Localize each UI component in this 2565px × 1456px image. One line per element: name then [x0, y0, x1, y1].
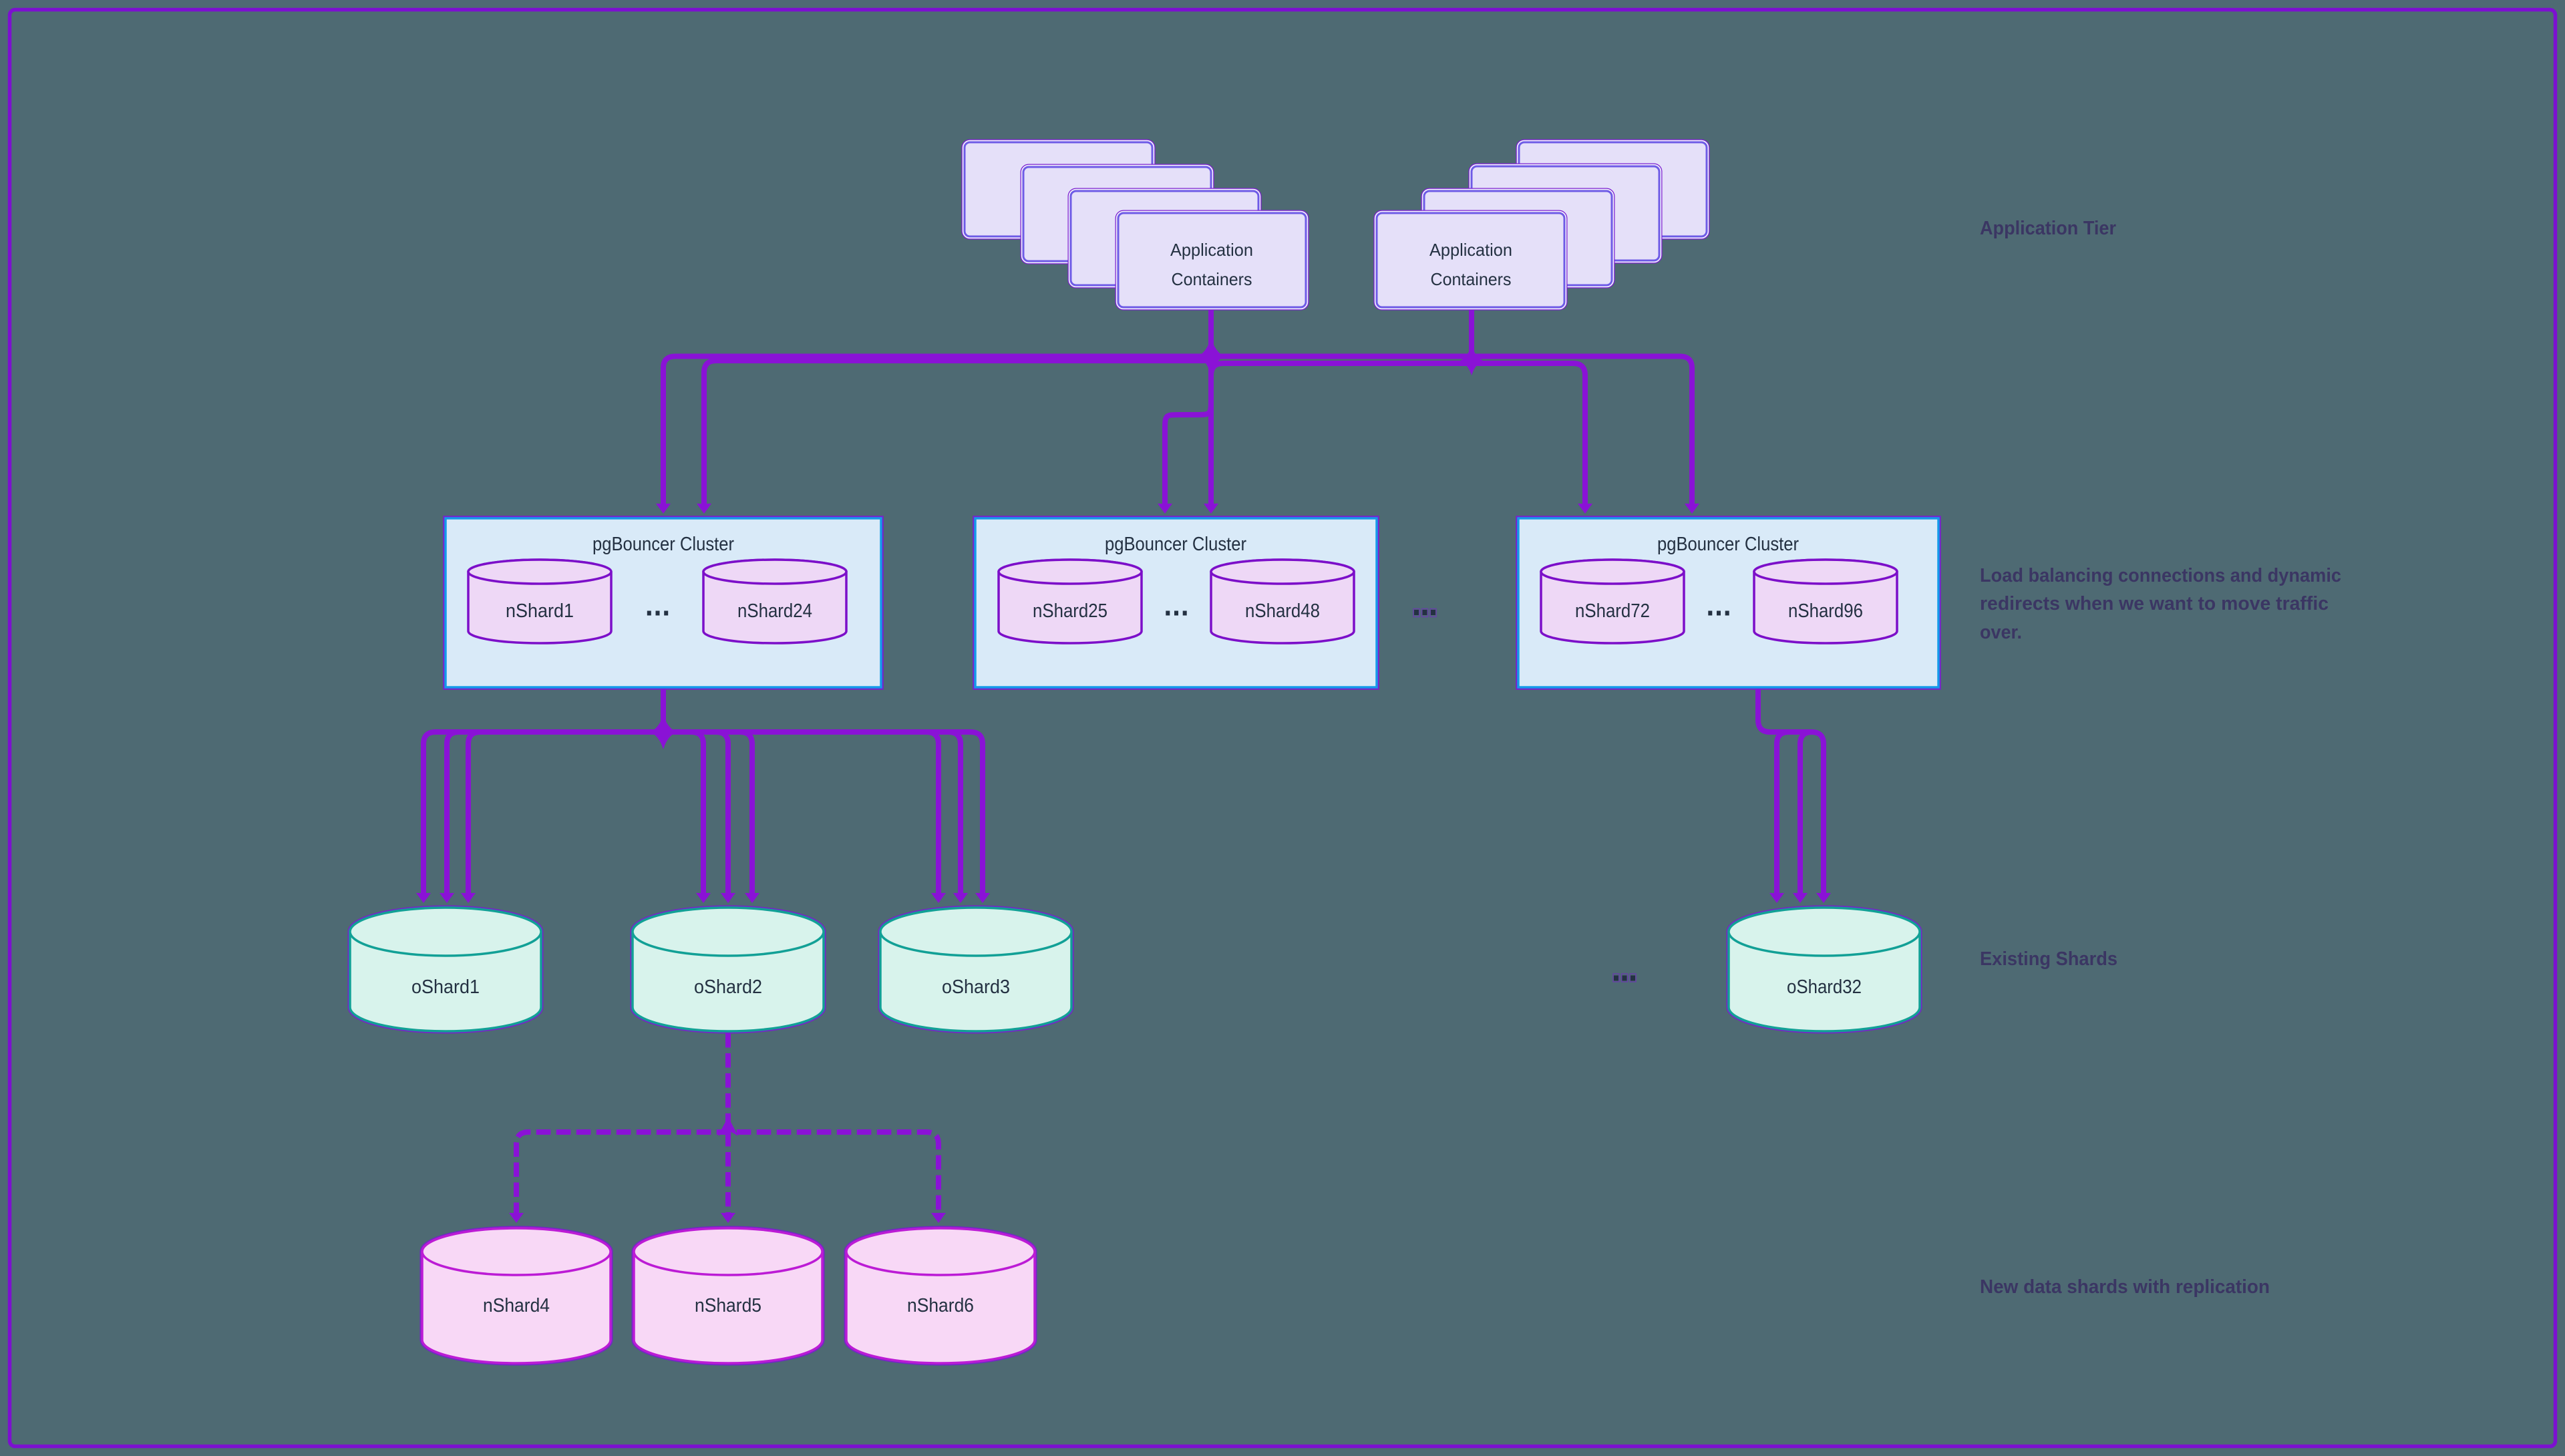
svg-text:nShard5: nShard5 — [695, 1295, 761, 1316]
svg-text:nShard72: nShard72 — [1575, 600, 1650, 622]
svg-text:nShard6: nShard6 — [907, 1295, 974, 1316]
svg-text:nShard1: nShard1 — [506, 600, 574, 622]
svg-text:oShard1: oShard1 — [411, 976, 480, 998]
svg-text:Containers: Containers — [1172, 269, 1252, 289]
svg-text:New data shards with replicati: New data shards with replication — [1980, 1276, 2270, 1298]
svg-text:nShard25: nShard25 — [1033, 600, 1107, 622]
svg-text:Containers: Containers — [1431, 269, 1512, 289]
svg-text:pgBouncer Cluster: pgBouncer Cluster — [592, 534, 734, 555]
svg-text:over.: over. — [1980, 622, 2022, 643]
svg-text:oShard2: oShard2 — [694, 976, 762, 998]
svg-text:pgBouncer Cluster: pgBouncer Cluster — [1657, 534, 1799, 555]
svg-text:oShard32: oShard32 — [1787, 976, 1862, 998]
svg-text:oShard3: oShard3 — [942, 976, 1010, 998]
svg-text:Application: Application — [1170, 240, 1253, 260]
svg-text:Application Tier: Application Tier — [1980, 218, 2116, 239]
svg-text:Application: Application — [1429, 240, 1512, 260]
svg-text:nShard48: nShard48 — [1245, 600, 1320, 622]
svg-text:nShard4: nShard4 — [483, 1295, 550, 1316]
svg-text:pgBouncer Cluster: pgBouncer Cluster — [1105, 534, 1246, 555]
svg-text:nShard24: nShard24 — [737, 600, 812, 622]
svg-text:Load balancing connections and: Load balancing connections and dynamic — [1980, 565, 2341, 586]
svg-text:Existing Shards: Existing Shards — [1980, 948, 2117, 970]
svg-text:redirects when we want to move: redirects when we want to move traffic — [1980, 593, 2329, 614]
svg-text:nShard96: nShard96 — [1788, 600, 1863, 622]
